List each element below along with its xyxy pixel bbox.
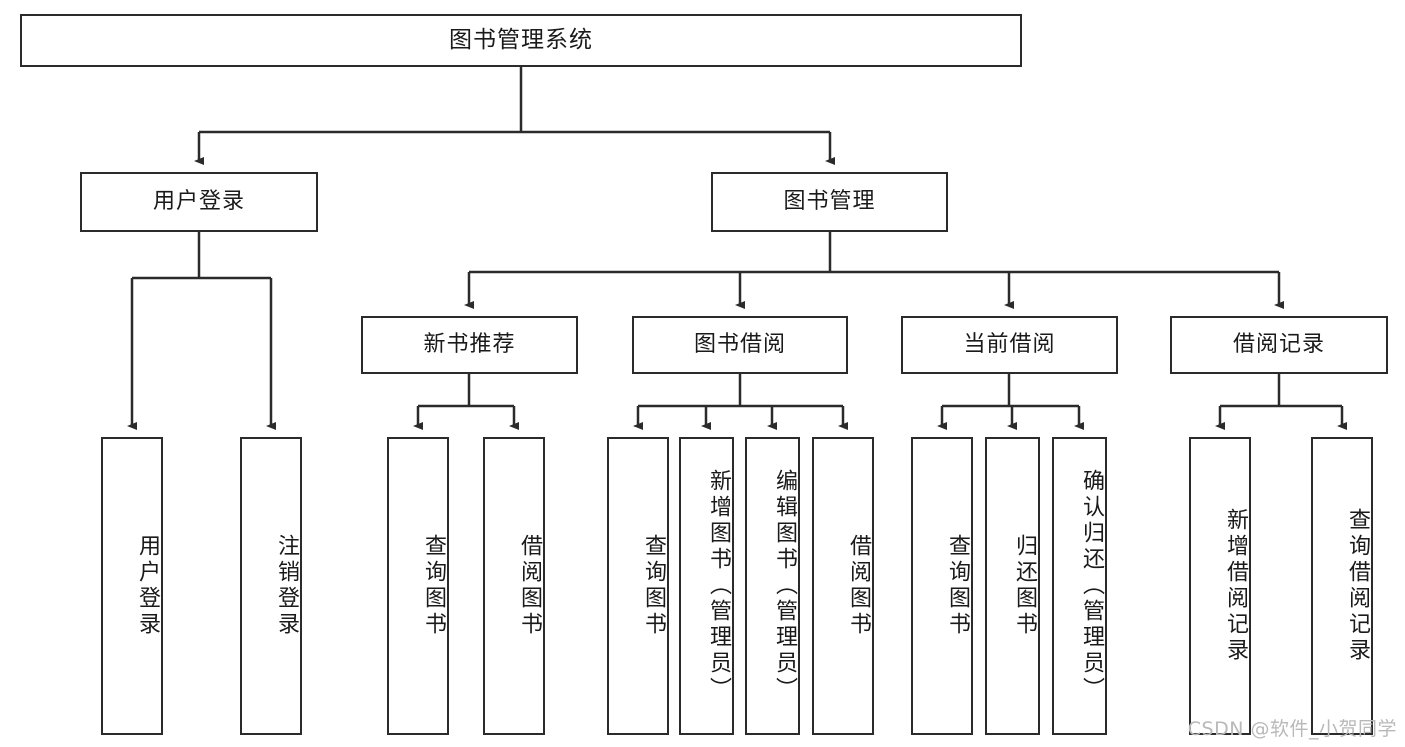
leaf-query-book-recommend[interactable]: 查询图书	[387, 437, 449, 735]
node-label: 新书推荐	[423, 331, 516, 357]
leaf-user-login[interactable]: 用户登录	[101, 437, 163, 735]
node-book-management[interactable]: 图书管理	[711, 172, 948, 232]
leaf-edit-book-admin[interactable]: 编辑图书（管理员）	[745, 437, 800, 735]
node-current-borrow[interactable]: 当前借阅	[901, 316, 1118, 374]
leaf-borrow-book[interactable]: 借阅图书	[812, 437, 874, 735]
node-label: 图书借阅	[693, 331, 786, 357]
node-user-login[interactable]: 用户登录	[80, 172, 318, 232]
node-label: 注销登录	[274, 534, 299, 638]
node-book-management-system[interactable]: 图书管理系统	[20, 14, 1022, 67]
node-label: 查询图书	[641, 534, 666, 638]
node-book-borrow[interactable]: 图书借阅	[632, 316, 848, 374]
node-label: 查询借阅记录	[1345, 508, 1370, 664]
node-label: 用户登录	[135, 534, 160, 638]
node-label: 归还图书	[1012, 534, 1037, 638]
node-label: 图书管理	[783, 188, 876, 214]
leaf-return-book[interactable]: 归还图书	[985, 437, 1040, 735]
node-label: 新增图书（管理员）	[706, 469, 731, 703]
leaf-logout[interactable]: 注销登录	[240, 437, 302, 735]
node-label: 确认归还（管理员）	[1079, 469, 1104, 703]
leaf-borrow-book-recommend[interactable]: 借阅图书	[483, 437, 545, 735]
node-label: 编辑图书（管理员）	[772, 469, 797, 703]
node-borrow-record[interactable]: 借阅记录	[1170, 316, 1388, 374]
leaf-add-borrow-record[interactable]: 新增借阅记录	[1189, 437, 1251, 735]
node-label: 借阅图书	[846, 534, 871, 638]
node-label: 查询图书	[421, 534, 446, 638]
leaf-query-book-borrow[interactable]: 查询图书	[607, 437, 669, 735]
node-label: 图书管理系统	[449, 26, 593, 53]
node-new-book-recommend[interactable]: 新书推荐	[361, 316, 578, 374]
leaf-add-book-admin[interactable]: 新增图书（管理员）	[679, 437, 734, 735]
watermark: CSDN @软件_小贺同学	[1187, 718, 1397, 740]
node-label: 用户登录	[152, 188, 245, 214]
node-label: 当前借阅	[963, 331, 1056, 357]
node-label: 借阅记录	[1232, 331, 1325, 357]
node-label: 借阅图书	[517, 534, 542, 638]
leaf-confirm-return-admin[interactable]: 确认归还（管理员）	[1052, 437, 1107, 735]
leaf-query-borrow-record[interactable]: 查询借阅记录	[1311, 437, 1373, 735]
leaf-query-book-current[interactable]: 查询图书	[911, 437, 973, 735]
node-label: 新增借阅记录	[1223, 508, 1248, 664]
node-label: 查询图书	[945, 534, 970, 638]
